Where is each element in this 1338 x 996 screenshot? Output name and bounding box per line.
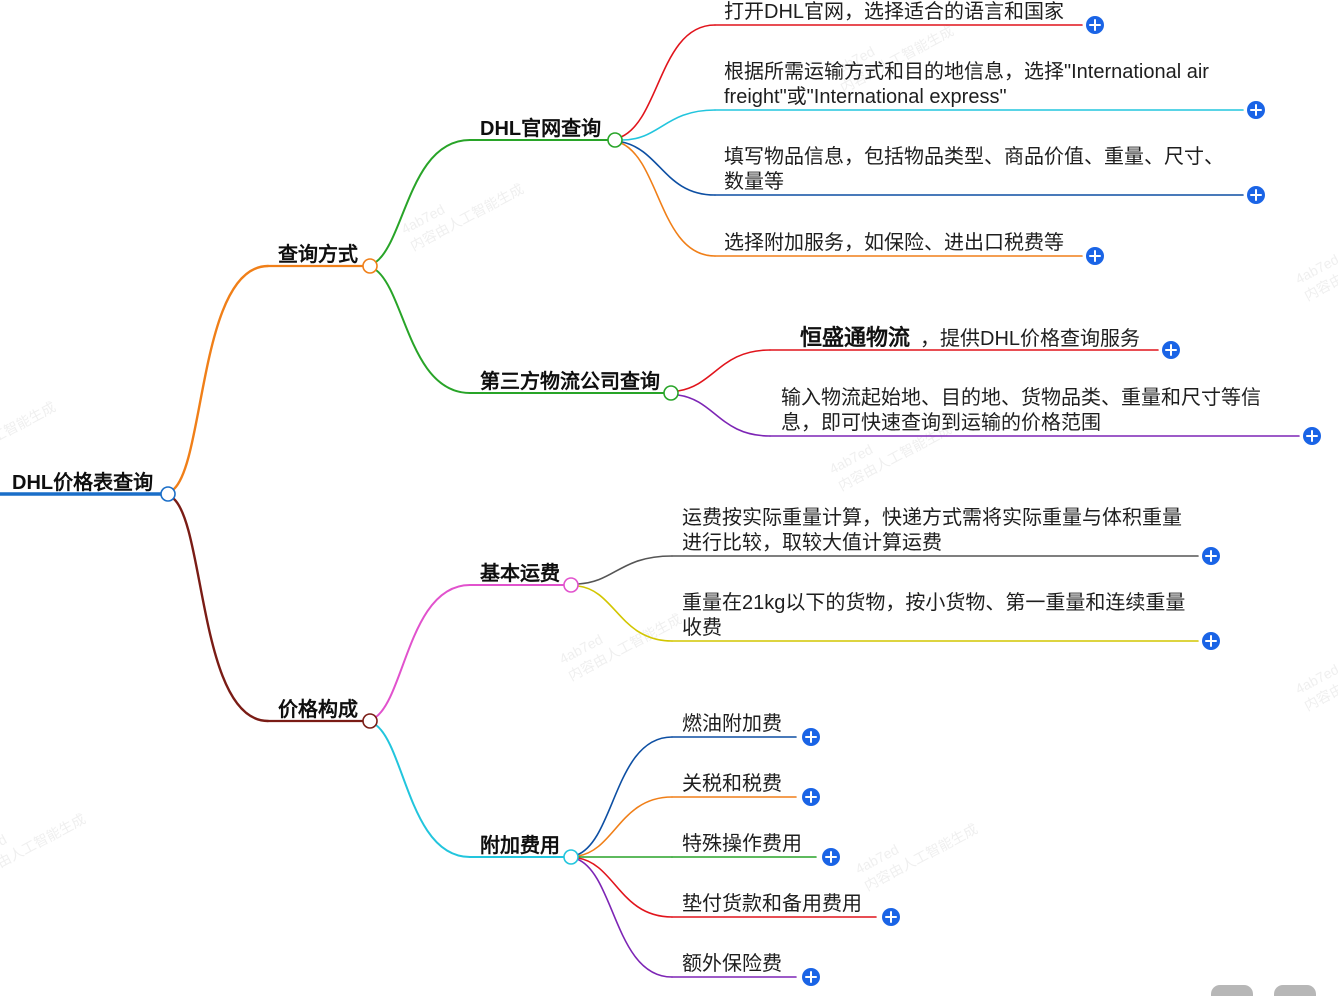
connector bbox=[576, 736, 673, 856]
expand-button[interactable] bbox=[802, 728, 820, 746]
expand-button[interactable] bbox=[1086, 247, 1104, 265]
collapse-toggle[interactable] bbox=[663, 385, 679, 401]
leaf-line: 选择附加服务，如保险、进出口税费等 bbox=[724, 232, 1064, 254]
leaf-node[interactable]: 额外保险费 bbox=[682, 952, 782, 977]
branch-node-price-composition[interactable]: 价格构成 bbox=[278, 699, 358, 721]
expand-button[interactable] bbox=[822, 848, 840, 866]
expand-button[interactable] bbox=[1202, 547, 1220, 565]
leaf-node[interactable]: 输入物流起始地、目的地、货物品类、重量和尺寸等信 息，即可快速查询到运输的价格范… bbox=[781, 386, 1261, 436]
connector bbox=[677, 349, 771, 392]
leaf-line: 数量等 bbox=[724, 171, 784, 193]
plus-icon bbox=[1089, 250, 1101, 262]
expand-button[interactable] bbox=[1247, 101, 1265, 119]
leaf-line: 重量在21kg以下的货物，按小货物、第一重量和连续重量 bbox=[682, 592, 1186, 614]
leaf-node[interactable]: 选择附加服务，如保险、进出口税费等 bbox=[724, 231, 1064, 256]
collapse-toggle[interactable] bbox=[563, 577, 579, 593]
plus-icon bbox=[1205, 635, 1217, 647]
plus-icon bbox=[885, 911, 897, 923]
leaf-line: 打开DHL官网，选择适合的语言和国家 bbox=[724, 1, 1065, 23]
leaf-line: 运费按实际重量计算，快递方式需将实际重量与体积重量 bbox=[682, 507, 1182, 529]
connector bbox=[375, 269, 471, 394]
collapse-toggle[interactable] bbox=[362, 258, 378, 274]
plus-icon bbox=[1306, 430, 1318, 442]
root-node[interactable]: DHL价格表查询 bbox=[12, 472, 154, 494]
plus-icon bbox=[805, 971, 817, 983]
connector bbox=[375, 139, 471, 263]
leaf-text: ，提供DHL价格查询服务 bbox=[920, 328, 1141, 350]
plus-icon bbox=[805, 791, 817, 803]
connector bbox=[577, 796, 673, 857]
expand-button[interactable] bbox=[802, 788, 820, 806]
leaf-line: 垫付货款和备用费用 bbox=[682, 893, 862, 915]
leaf-line: 息，即可快速查询到运输的价格范围 bbox=[781, 412, 1101, 434]
leaf-line: 关税和税费 bbox=[682, 773, 782, 795]
leaf-node[interactable]: 重量在21kg以下的货物，按小货物、第一重量和连续重量 收费 bbox=[682, 591, 1185, 641]
leaf-line: 根据所需运输方式和目的地信息，选择"International air bbox=[724, 61, 1209, 83]
leaf-node[interactable]: 垫付货款和备用费用 bbox=[682, 892, 862, 917]
leaf-node[interactable]: 关税和税费 bbox=[682, 772, 782, 797]
leaf-line: freight"或"International express" bbox=[724, 86, 1007, 108]
expand-button[interactable] bbox=[1202, 632, 1220, 650]
collapse-toggle[interactable] bbox=[160, 486, 176, 502]
leaf-node[interactable]: 燃油附加费 bbox=[682, 712, 782, 737]
branch-node-query-methods[interactable]: 查询方式 bbox=[278, 244, 358, 266]
connector bbox=[375, 724, 471, 858]
leaf-line: 收费 bbox=[682, 617, 722, 639]
leaf-line: 特殊操作费用 bbox=[682, 833, 802, 855]
sub-node-third-party[interactable]: 第三方物流公司查询 bbox=[480, 371, 660, 393]
connector bbox=[172, 497, 270, 723]
leaf-line: 额外保险费 bbox=[682, 953, 782, 975]
expand-button[interactable] bbox=[1247, 186, 1265, 204]
plus-icon bbox=[1250, 104, 1262, 116]
expand-button[interactable] bbox=[1162, 341, 1180, 359]
connector bbox=[577, 857, 673, 918]
plus-icon bbox=[825, 851, 837, 863]
connector bbox=[375, 584, 471, 718]
sub-node-surcharges[interactable]: 附加费用 bbox=[480, 835, 560, 857]
expand-button[interactable] bbox=[1303, 427, 1321, 445]
connector bbox=[172, 264, 270, 491]
leaf-node[interactable]: 打开DHL官网，选择适合的语言和国家 bbox=[724, 0, 1064, 25]
connector bbox=[621, 141, 716, 196]
leaf-node[interactable]: 特殊操作费用 bbox=[682, 832, 802, 857]
collapse-toggle[interactable] bbox=[362, 713, 378, 729]
leaf-line: 燃油附加费 bbox=[682, 713, 782, 735]
connector bbox=[577, 585, 673, 642]
connector bbox=[577, 555, 673, 585]
toolbar-button[interactable] bbox=[1211, 985, 1253, 996]
leaf-node[interactable]: 恒盛通物流 ，提供DHL价格查询服务 bbox=[800, 324, 1140, 353]
connector bbox=[621, 109, 716, 141]
leaf-node[interactable]: 运费按实际重量计算，快递方式需将实际重量与体积重量 进行比较，取较大值计算运费 bbox=[682, 506, 1182, 556]
connector bbox=[620, 24, 716, 138]
expand-button[interactable] bbox=[1086, 16, 1104, 34]
toolbar-button[interactable] bbox=[1274, 985, 1316, 996]
connector bbox=[576, 858, 673, 978]
sub-node-dhl-website[interactable]: DHL官网查询 bbox=[480, 118, 602, 140]
leaf-line: 填写物品信息，包括物品类型、商品价值、重量、尺寸、 bbox=[724, 146, 1224, 168]
leaf-line: 输入物流起始地、目的地、货物品类、重量和尺寸等信 bbox=[781, 387, 1261, 409]
expand-button[interactable] bbox=[882, 908, 900, 926]
collapse-toggle[interactable] bbox=[563, 849, 579, 865]
leaf-highlight: 恒盛通物流 bbox=[800, 325, 911, 350]
leaf-node[interactable]: 填写物品信息，包括物品类型、商品价值、重量、尺寸、 数量等 bbox=[724, 145, 1224, 195]
leaf-line: 进行比较，取较大值计算运费 bbox=[682, 532, 942, 554]
plus-icon bbox=[805, 731, 817, 743]
plus-icon bbox=[1165, 344, 1177, 356]
plus-icon bbox=[1089, 19, 1101, 31]
connector bbox=[677, 394, 771, 437]
connector bbox=[620, 142, 716, 257]
sub-node-basic-freight[interactable]: 基本运费 bbox=[480, 563, 560, 585]
plus-icon bbox=[1250, 189, 1262, 201]
plus-icon bbox=[1205, 550, 1217, 562]
leaf-node[interactable]: 根据所需运输方式和目的地信息，选择"International air frei… bbox=[724, 60, 1209, 110]
collapse-toggle[interactable] bbox=[607, 132, 623, 148]
expand-button[interactable] bbox=[802, 968, 820, 986]
